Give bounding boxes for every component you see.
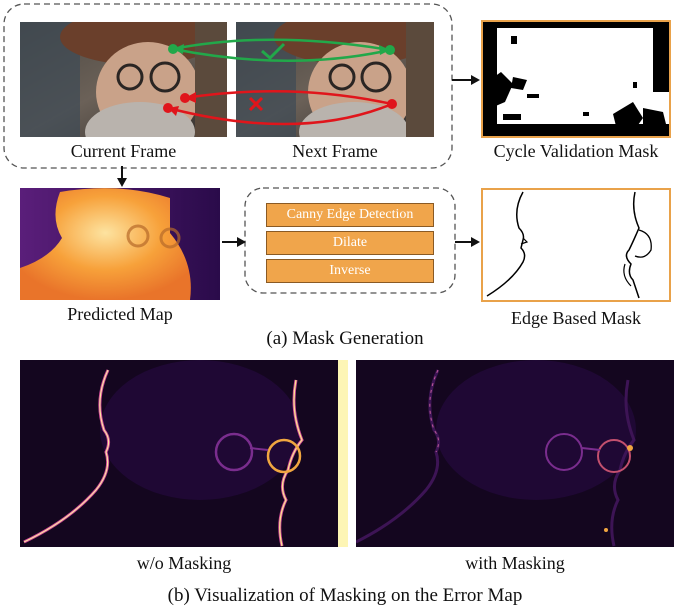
current-frame-image <box>20 22 227 137</box>
next-frame-image <box>236 22 434 137</box>
edge-based-mask-caption: Edge Based Mask <box>511 308 641 328</box>
wo-masking-caption: w/o Masking <box>136 553 232 573</box>
arrow-right-icon <box>455 237 480 247</box>
predicted-map-caption: Predicted Map <box>67 304 173 324</box>
cross-icon <box>248 96 264 112</box>
predicted-map-image <box>20 188 220 300</box>
arrow-right-icon <box>452 75 480 85</box>
with-masking-caption: with Masking <box>465 553 565 573</box>
error-map-without-masking <box>20 360 348 547</box>
cycle-validation-mask-caption: Cycle Validation Mask <box>493 141 659 161</box>
check-icon <box>261 42 286 61</box>
edge-based-mask-image <box>481 188 671 302</box>
invalid-correspondence <box>163 90 397 126</box>
section-a-title: (a) Mask Generation <box>266 328 424 349</box>
arrow-down-icon <box>117 166 127 187</box>
valid-correspondence <box>168 38 395 62</box>
next-frame-caption: Next Frame <box>292 141 378 161</box>
error-map-with-masking <box>356 360 674 547</box>
dilate-step: Dilate <box>266 231 434 255</box>
pipeline-dashed-group <box>244 187 456 294</box>
frames-dashed-group <box>3 3 453 169</box>
canny-edge-step: Canny Edge Detection <box>266 203 434 227</box>
correspondence-layer <box>163 38 397 126</box>
arrow-right-icon <box>222 237 246 247</box>
current-frame-caption: Current Frame <box>70 141 177 161</box>
section-b-title: (b) Visualization of Masking on the Erro… <box>167 585 523 606</box>
inverse-step: Inverse <box>266 259 434 283</box>
cycle-validation-mask-image <box>481 20 671 138</box>
